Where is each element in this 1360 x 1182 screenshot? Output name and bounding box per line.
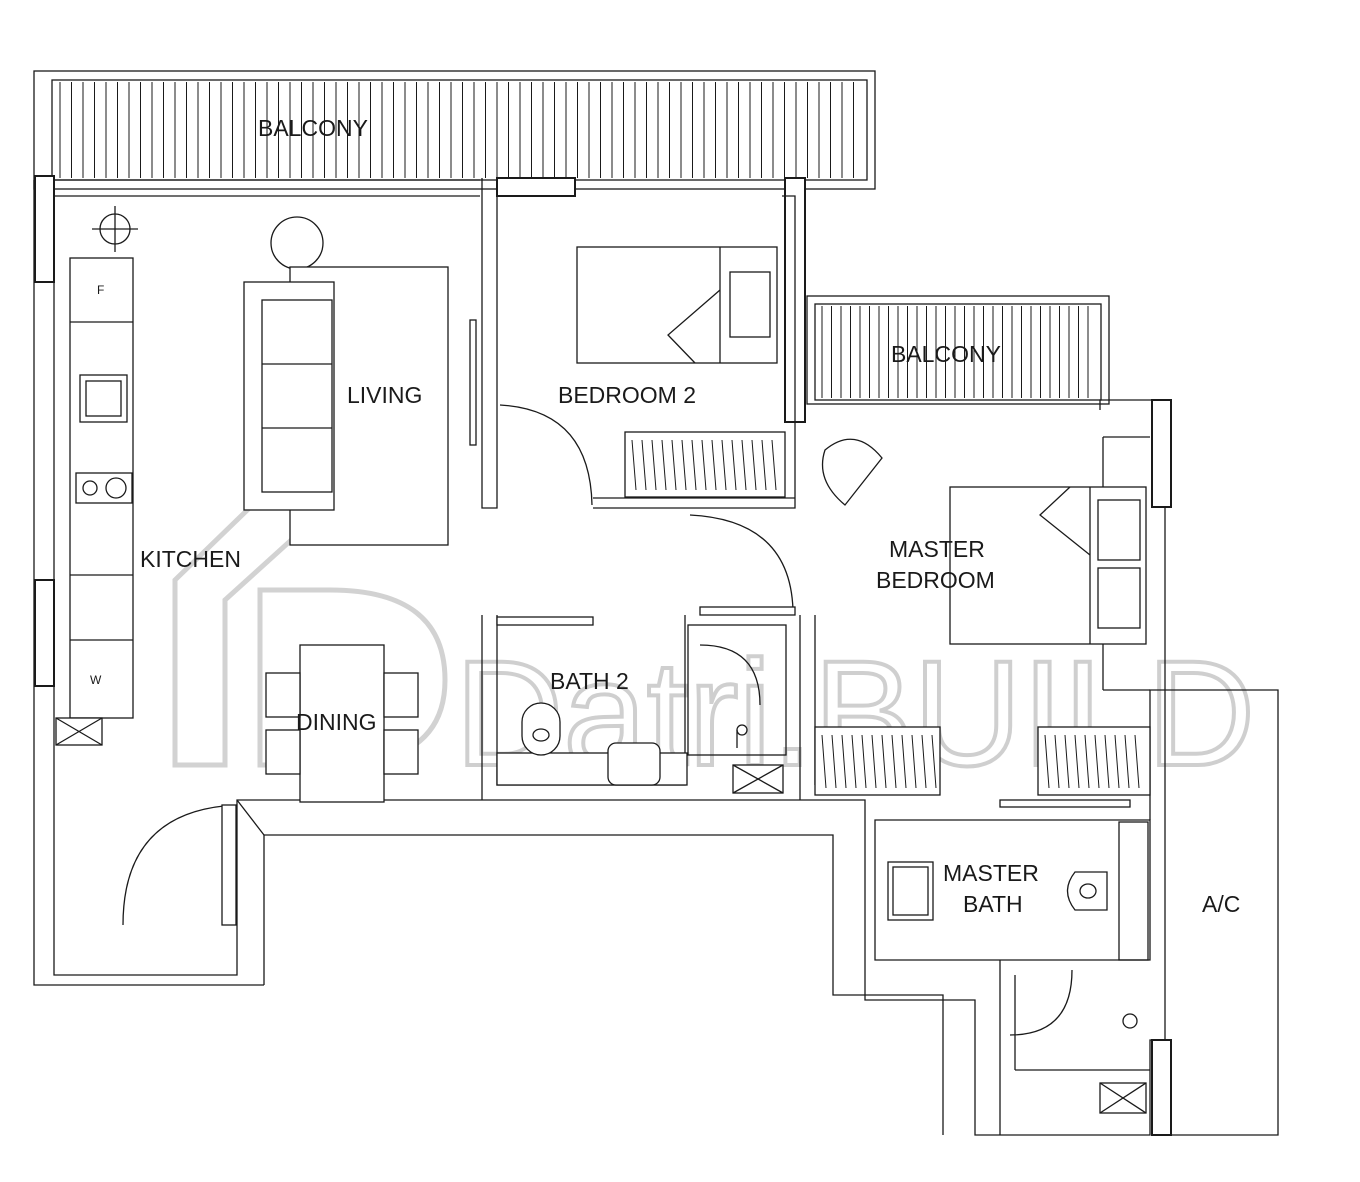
lamp (270, 216, 324, 270)
washer-label: W (90, 673, 102, 687)
basin-bath2[interactable] (607, 742, 661, 786)
label-master-bedroom-1: MASTER (889, 536, 985, 562)
window-bedroom2 (496, 177, 576, 197)
fridge-label: F (97, 283, 104, 297)
label-living: LIVING (347, 382, 422, 408)
balcony-top (33, 70, 876, 190)
balcony-top-railing (59, 82, 854, 178)
balcony-right (806, 295, 1110, 405)
doors (122, 319, 1131, 1036)
living-furniture[interactable] (243, 216, 449, 546)
wardrobe-bedroom2[interactable] (624, 431, 786, 498)
window-kitchen-bottom (34, 579, 55, 687)
dining-set[interactable] (265, 644, 419, 803)
master-bath-fixtures[interactable] (887, 821, 1149, 1114)
window-service (1151, 1039, 1172, 1136)
window-kitchen-top (34, 175, 55, 283)
label-master-bedroom-2: BEDROOM (876, 567, 995, 593)
label-master-bath-2: BATH (963, 891, 1023, 917)
window-master-bedroom (1151, 399, 1172, 508)
armchair[interactable] (821, 438, 883, 506)
label-dining: DINING (296, 709, 377, 735)
balcony-right-railing (821, 306, 1089, 398)
label-ac: A/C (1202, 891, 1240, 917)
room-labels: BALCONY LIVING BEDROOM 2 BALCONY KITCHEN… (140, 115, 1240, 917)
bath2-fixtures[interactable] (496, 624, 787, 794)
label-master-bath-1: MASTER (943, 860, 1039, 886)
dining-table[interactable] (299, 644, 385, 803)
master-bedroom-furniture[interactable] (814, 486, 1151, 796)
kitchen-counter[interactable]: F W (55, 206, 138, 746)
label-balcony-right: BALCONY (891, 341, 1001, 367)
bedroom2-furniture[interactable] (576, 246, 883, 506)
label-bedroom2: BEDROOM 2 (558, 382, 696, 408)
label-kitchen: KITCHEN (140, 546, 241, 572)
cooktop[interactable] (75, 472, 133, 504)
label-balcony-top: BALCONY (258, 115, 368, 141)
label-bath2: BATH 2 (550, 668, 629, 694)
toilet-master[interactable] (1066, 871, 1108, 911)
